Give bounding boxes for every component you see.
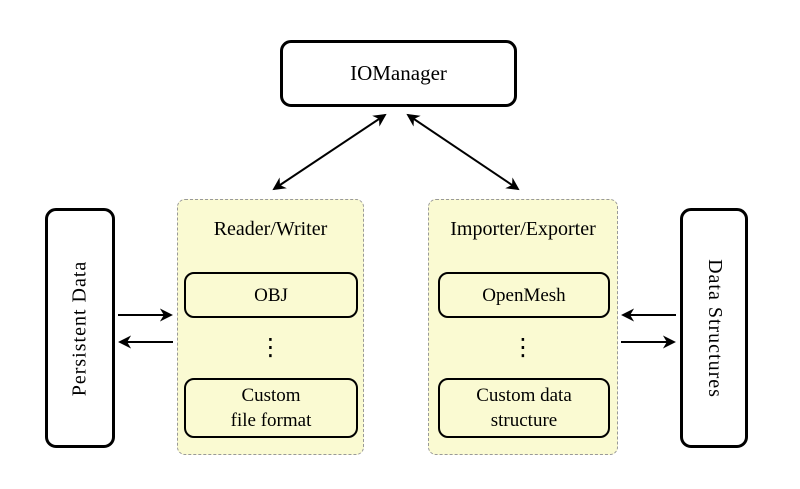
node-openmesh-label: OpenMesh (482, 284, 566, 306)
node-data-structures: Data Structures (680, 208, 748, 448)
node-iomanager: IOManager (280, 40, 517, 107)
group-reader-writer-title: Reader/Writer (213, 218, 328, 240)
node-custom-file-format-line1: Custom (241, 385, 301, 406)
vertical-ellipsis-right: ⋮ (511, 333, 535, 361)
node-persistent-data-label: Persistent Data (68, 260, 91, 396)
node-obj: OBJ (184, 272, 358, 318)
node-obj-label: OBJ (254, 284, 288, 306)
node-custom-data-structure-line1: Custom data (476, 385, 572, 406)
node-data-structures-label: Data Structures (703, 258, 726, 398)
vertical-ellipsis-left: ⋮ (258, 333, 283, 361)
node-custom-file-format: Custom file format (184, 378, 358, 438)
node-iomanager-label: IOManager (350, 61, 447, 85)
edge-iomanager-importerexporter (406, 113, 520, 191)
node-custom-file-format-line2: file format (230, 410, 312, 431)
group-reader-writer: Reader/Writer OBJ ⋮ Custom file format (177, 199, 364, 455)
node-persistent-data: Persistent Data (45, 208, 115, 448)
node-custom-data-structure-line2: structure (490, 410, 558, 431)
edge-iomanager-readerwriter (272, 113, 387, 191)
node-openmesh: OpenMesh (438, 272, 610, 318)
node-custom-data-structure: Custom data structure (438, 378, 610, 438)
group-importer-exporter-title: Importer/Exporter (450, 218, 596, 240)
group-importer-exporter: Importer/Exporter OpenMesh ⋮ Custom data… (428, 199, 618, 455)
